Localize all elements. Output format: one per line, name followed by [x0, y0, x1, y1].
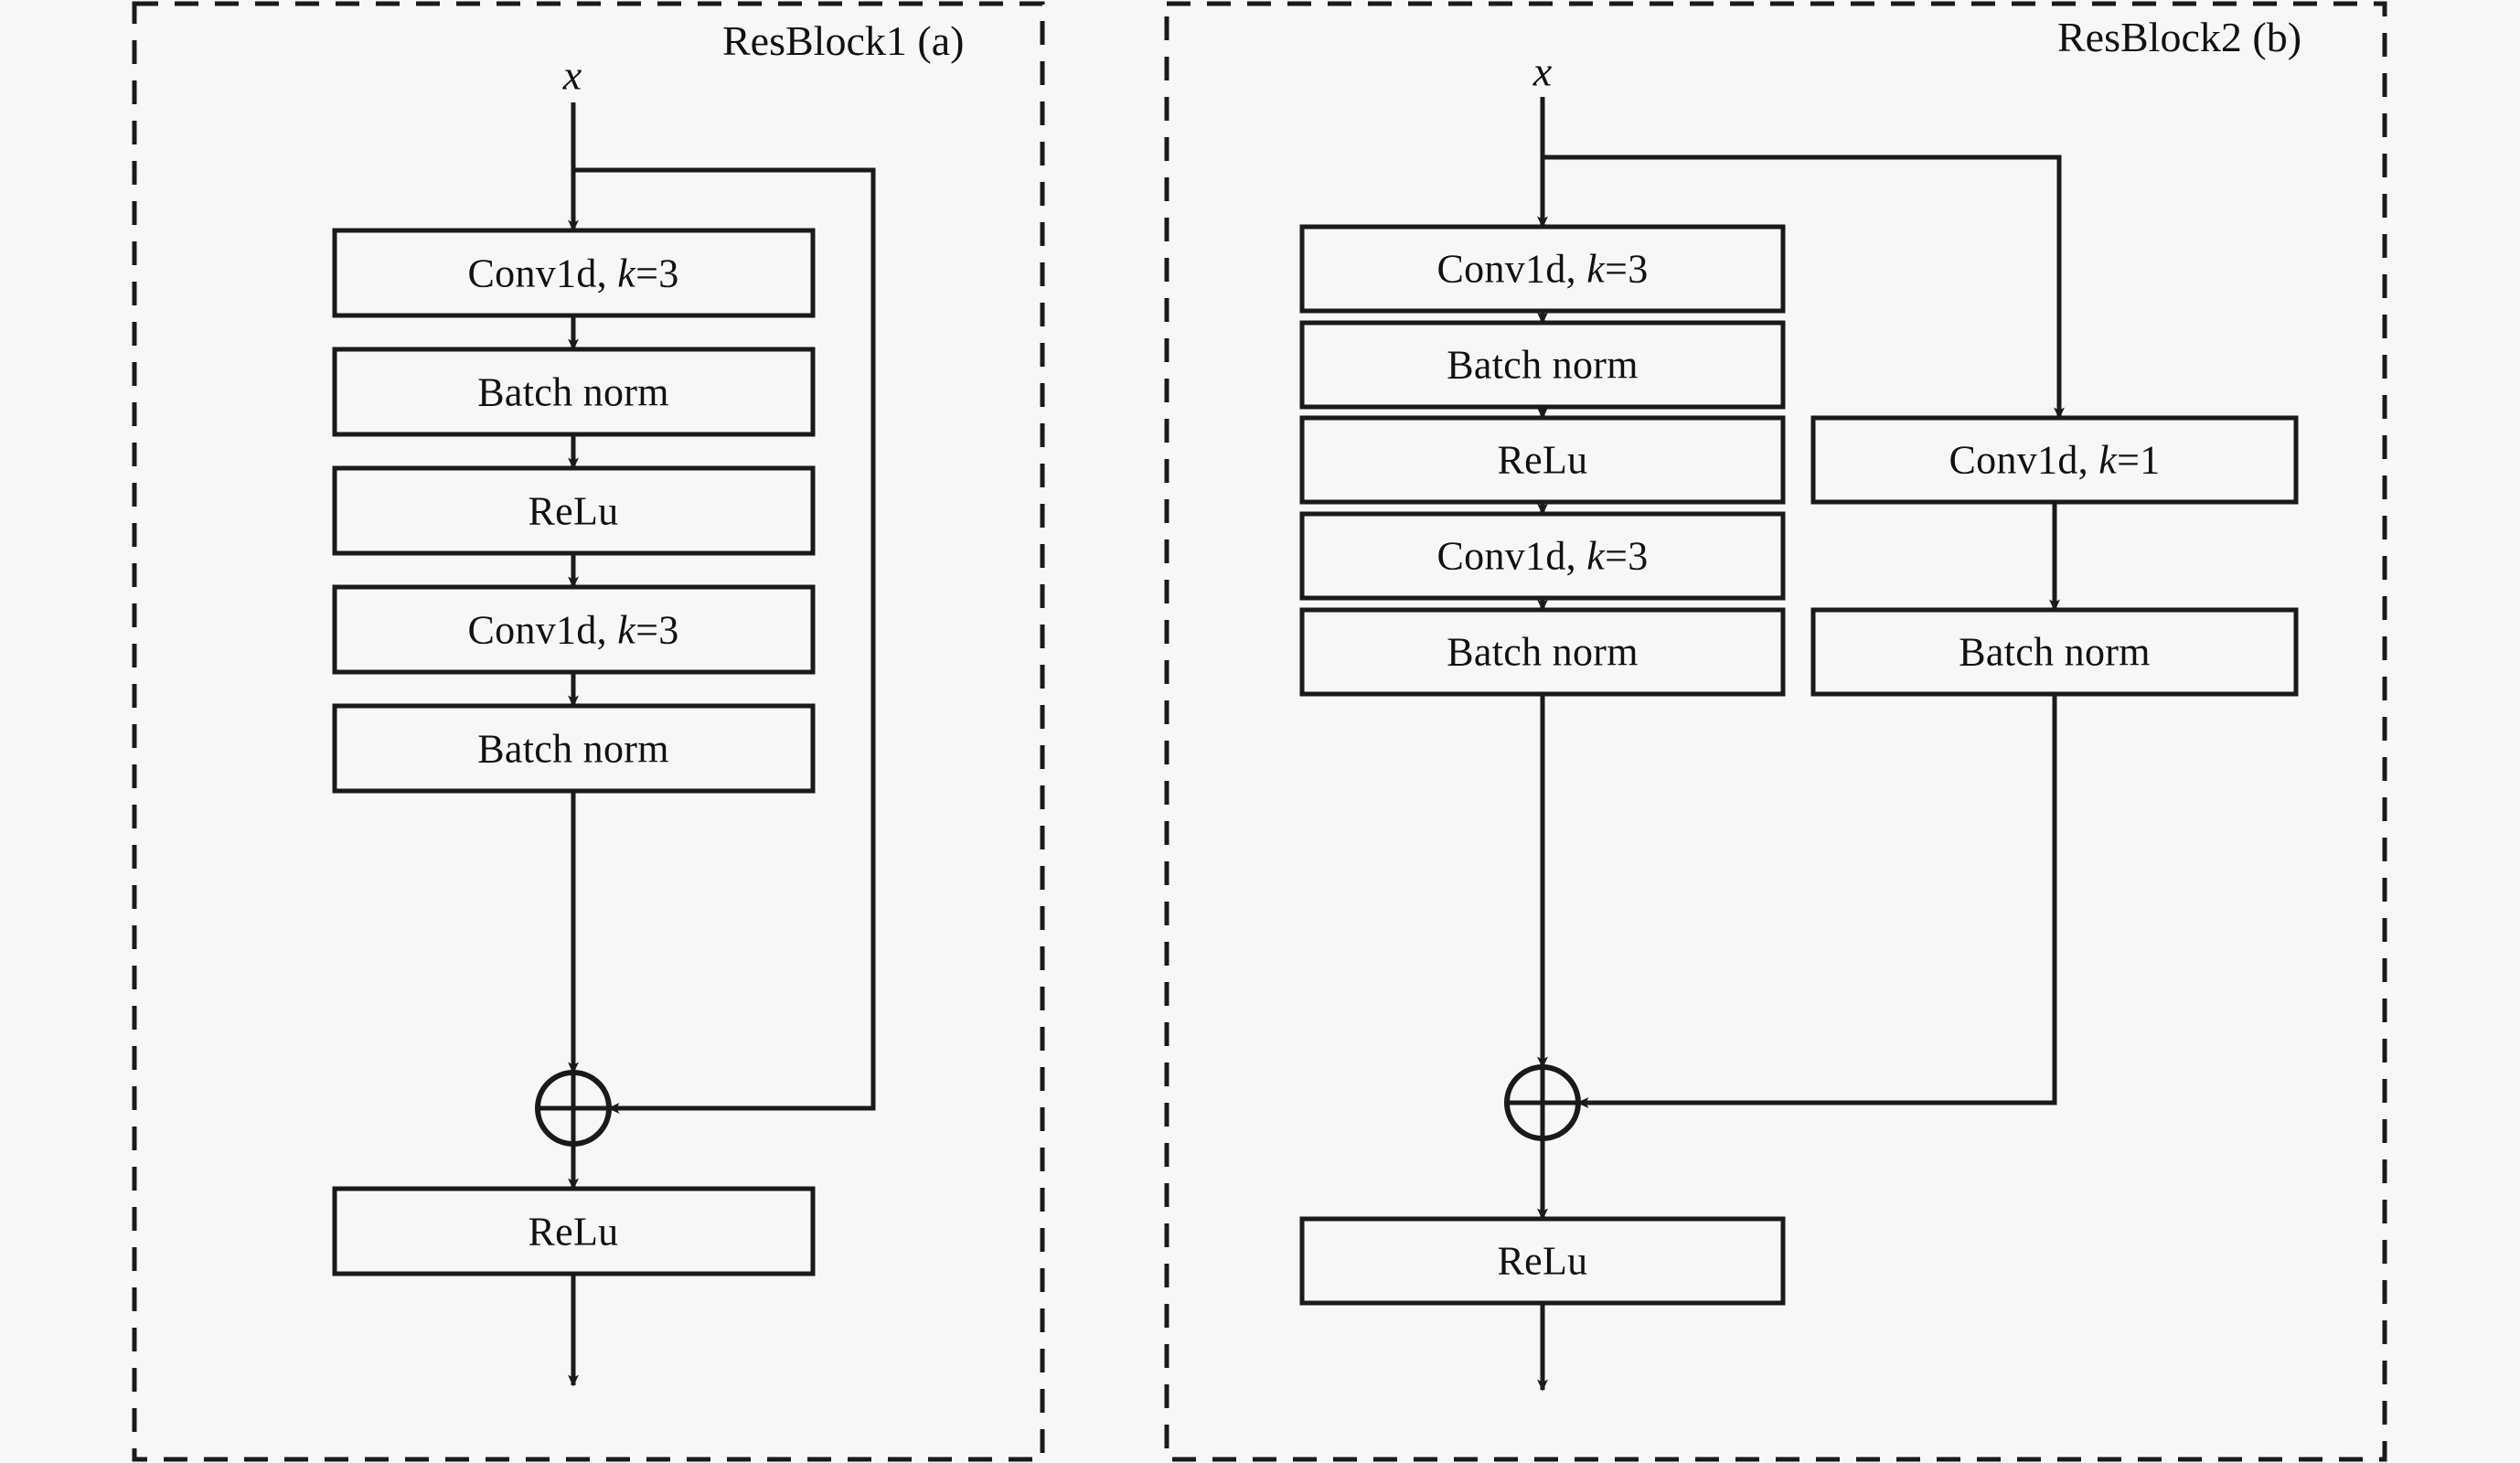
node-label-conv1-b-italic: k	[1586, 246, 1606, 292]
panel-title-resblock2: ResBlock2 (b)	[2057, 14, 2302, 60]
node-label-relu2-a: ReLu	[529, 1209, 619, 1255]
node-label-bn1-a-main: Batch norm	[477, 369, 669, 415]
node-label-relu2-b-main: ReLu	[1497, 1238, 1588, 1284]
input-variable-label-b: x	[1532, 48, 1553, 95]
node-label-relu1-a-main: ReLu	[528, 488, 619, 534]
node-label-relu2-a-main: ReLu	[528, 1209, 619, 1255]
node-box-relu1-b	[1299, 415, 1786, 505]
sum-junction-b	[1504, 1064, 1581, 1141]
node-label-conv2-b-italic: k	[1586, 533, 1606, 579]
node-box-relu2-a	[332, 1186, 816, 1276]
skip-branch-bottom-b	[1576, 694, 2057, 1108]
node-label-bn2-b: Batch norm	[1447, 629, 1639, 676]
input-variable-label-a: x	[562, 51, 582, 99]
node-label-bn-branch-b-main: Batch norm	[1959, 629, 2151, 675]
panel-frame-resblock2	[1164, 1, 2387, 1462]
node-label-relu2-b: ReLu	[1498, 1238, 1588, 1285]
node-label-relu1-b: ReLu	[1498, 437, 1588, 484]
node-label-conv2-a-tail: =3	[635, 607, 679, 653]
node-label-conv1x1-b-tail: =1	[2117, 437, 2161, 483]
sum-junction-a	[535, 1070, 612, 1147]
skip-connection-a	[573, 167, 876, 1114]
skip-branch-top-b	[1543, 155, 2065, 420]
node-label-conv2-a-italic: k	[617, 607, 636, 653]
node-label-conv1-a-italic: k	[617, 251, 636, 296]
node-label-bn2-a: Batch norm	[477, 726, 669, 773]
node-label-bn1-b-main: Batch norm	[1447, 342, 1639, 388]
node-label-bn1-b: Batch norm	[1447, 342, 1639, 389]
node-label-conv1-b-main: Conv1d,	[1436, 246, 1587, 292]
node-label-relu1-b-main: ReLu	[1497, 437, 1588, 483]
panel-title-resblock1: ResBlock1 (a)	[722, 17, 965, 64]
node-label-conv1-b: Conv1d, k=3	[1436, 246, 1648, 293]
node-label-conv2-a-main: Conv1d,	[467, 607, 618, 653]
node-label-conv2-a: Conv1d, k=3	[467, 607, 678, 654]
node-label-conv1x1-b: Conv1d, k=1	[1949, 437, 2160, 484]
node-label-conv2-b: Conv1d, k=3	[1436, 533, 1648, 580]
node-label-conv1x1-b-main: Conv1d,	[1949, 437, 2099, 483]
node-label-conv1-a: Conv1d, k=3	[467, 251, 678, 297]
node-label-bn2-a-main: Batch norm	[477, 726, 669, 772]
node-box-conv2-b	[1299, 511, 1786, 601]
node-label-relu1-a: ReLu	[529, 488, 619, 535]
node-label-conv1-a-main: Conv1d,	[467, 251, 618, 296]
node-box-bn2-a	[332, 703, 816, 794]
node-label-bn-branch-b: Batch norm	[1959, 629, 2151, 676]
node-label-bn1-a: Batch norm	[477, 369, 669, 416]
node-label-conv1-a-tail: =3	[635, 251, 679, 296]
node-box-bn1-a	[332, 347, 816, 437]
node-label-conv2-b-tail: =3	[1605, 533, 1649, 579]
panel-frame-resblock1	[132, 1, 1045, 1462]
node-label-conv2-b-main: Conv1d,	[1436, 533, 1587, 579]
node-label-bn2-b-main: Batch norm	[1447, 629, 1639, 675]
node-box-bn-branch-b	[1810, 607, 2299, 697]
node-label-conv1-b-tail: =3	[1605, 246, 1649, 292]
node-box-conv1x1-b	[1810, 415, 2299, 505]
node-box-relu2-b	[1299, 1216, 1786, 1306]
node-label-conv1x1-b-italic: k	[2098, 437, 2118, 483]
